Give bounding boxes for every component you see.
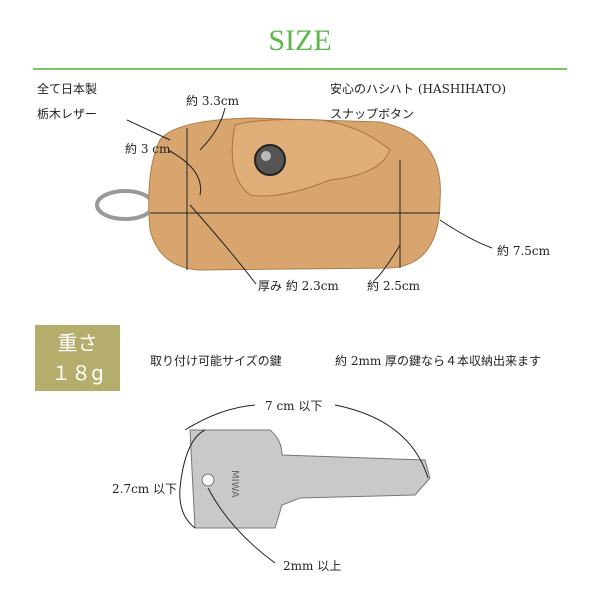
- snap-type-label: スナップボタン: [330, 107, 415, 121]
- snap-button: [254, 144, 286, 176]
- key-ring: [95, 189, 155, 221]
- weight-badge: 重さ １８g: [35, 325, 120, 391]
- page-title: SIZE: [268, 24, 332, 57]
- key-length-label: 7 cm 以下: [265, 399, 323, 413]
- material-label: 栃木レザー: [37, 107, 98, 121]
- snap-brand-label: 安心のハシハト (HASHIHATO): [330, 82, 507, 96]
- made-in-japan-label: 全て日本製: [37, 82, 98, 96]
- key-pouch-image: [95, 117, 441, 271]
- key-size-heading: 取り付け可能サイズの鍵: [150, 354, 282, 368]
- dim-length-label: 約 7.5cm: [497, 244, 550, 258]
- pouch-flap: [231, 119, 391, 197]
- weight-value: １８g: [51, 361, 104, 385]
- key-image: MIWA: [189, 429, 431, 529]
- dim-end-label: 約 2.5cm: [367, 279, 420, 293]
- weight-label: 重さ: [57, 331, 98, 355]
- key-dimension-lines: [179, 404, 429, 564]
- dim-left-label: 約 3 cm: [125, 142, 171, 156]
- key-capacity-note: 約 2mm 厚の鍵なら４本収納出来ます: [335, 354, 542, 368]
- dim-top-label: 約 3.3cm: [186, 94, 239, 108]
- key-brand-text: MIWA: [229, 470, 240, 498]
- dimension-lines: [126, 107, 493, 285]
- dim-thickness-label: 厚み 約 2.3cm: [258, 279, 339, 293]
- key-thickness-label: 2mm 以上: [283, 559, 342, 573]
- key-width-label: 2.7cm 以下: [112, 482, 177, 496]
- title-divider: [33, 68, 567, 70]
